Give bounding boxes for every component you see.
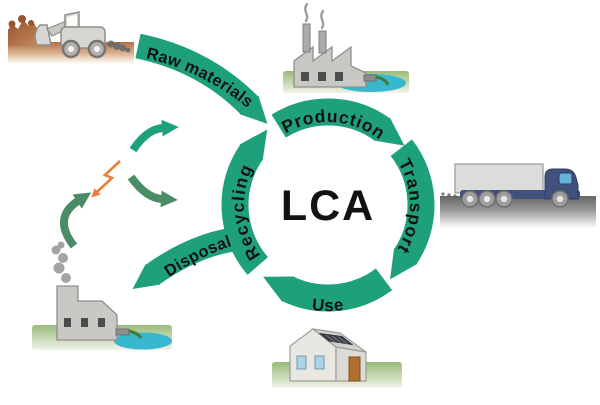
discharge-pipe xyxy=(363,74,377,82)
incinerator-icon xyxy=(32,241,172,350)
house-icon xyxy=(272,328,402,388)
discharge-stream xyxy=(375,75,390,86)
factory-icon xyxy=(283,2,409,93)
truck-wheels xyxy=(461,190,569,208)
incinerator-building xyxy=(56,285,118,341)
incinerator-window xyxy=(81,318,88,327)
loader-window xyxy=(67,14,77,26)
loop-arrow-middle xyxy=(127,174,178,208)
arrow-raw-materials xyxy=(135,33,268,124)
arrow-use xyxy=(263,268,393,312)
truck-trailer xyxy=(454,163,544,194)
excavator-icon xyxy=(34,11,131,59)
label-use: Use xyxy=(311,295,344,315)
factory-window xyxy=(335,72,343,81)
incinerator-smoke xyxy=(51,241,71,283)
mining-scene xyxy=(8,11,134,64)
house-window xyxy=(314,355,325,370)
arrow-recycling xyxy=(221,129,269,275)
lca-title: LCA xyxy=(281,182,375,230)
discharge-stream xyxy=(128,329,143,339)
chimney xyxy=(318,30,327,54)
polluted-pool xyxy=(114,332,172,350)
arrow-production xyxy=(271,98,405,146)
truck-window xyxy=(558,172,573,185)
truck-icon xyxy=(440,163,596,228)
truck-exhaust xyxy=(441,192,457,198)
lightning-icon xyxy=(91,160,121,198)
lca-cycle-arrows xyxy=(132,33,435,312)
factory-window xyxy=(301,72,309,81)
arrow-transport xyxy=(390,139,435,280)
loop-arrows-icon xyxy=(60,119,179,249)
exhaust-smoke xyxy=(107,40,131,53)
factory-window xyxy=(318,72,326,81)
chimney-smoke xyxy=(320,9,325,30)
chimney-smoke xyxy=(304,2,309,23)
chimney xyxy=(302,23,311,53)
loop-arrow-bottom xyxy=(60,192,92,249)
loop-arrow-top xyxy=(129,119,179,153)
incinerator-window xyxy=(64,318,71,327)
incinerator-window xyxy=(98,318,105,327)
discharge-pipe xyxy=(115,328,130,336)
house-window xyxy=(296,355,307,370)
house-door xyxy=(348,356,361,382)
